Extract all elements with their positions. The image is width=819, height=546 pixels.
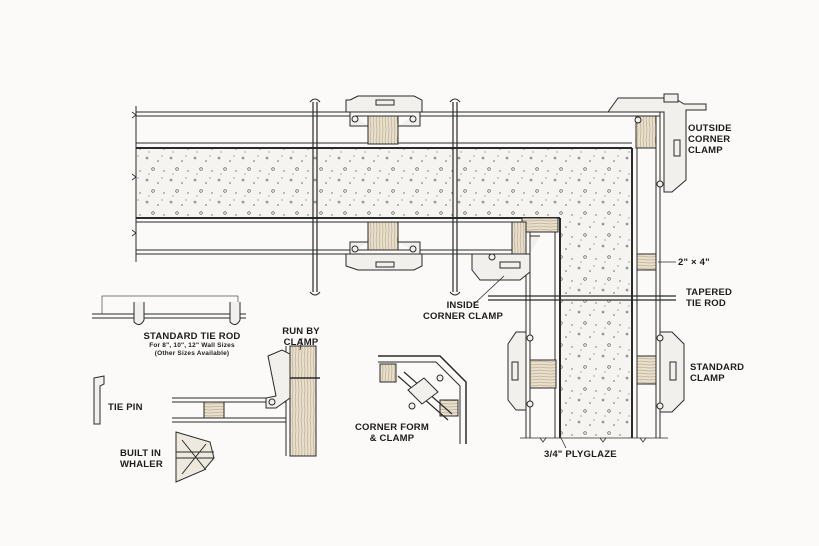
right-standard-clamp bbox=[656, 331, 685, 413]
tie-pin-shape bbox=[93, 375, 105, 425]
label-line: STANDARD TIE ROD bbox=[143, 331, 241, 342]
label-line: RUN BY bbox=[282, 326, 320, 337]
label-plyglaze: 3/4" PLYGLAZE bbox=[544, 449, 617, 460]
standard-tie-rod-detail bbox=[92, 295, 246, 326]
label-line: CLAMP bbox=[688, 145, 723, 156]
label-run-by-clamp: RUN BY CLAMP bbox=[276, 326, 326, 348]
bottom-standard-clamp bbox=[345, 241, 423, 271]
label-line: WHALER bbox=[120, 459, 163, 470]
label-line: TIE ROD bbox=[686, 298, 726, 309]
corner-form-clamp-shape bbox=[378, 355, 467, 444]
label-subline: (Other Sizes Available) bbox=[154, 349, 230, 357]
label-line: CORNER FORM bbox=[355, 422, 429, 433]
label-line: & CLAMP bbox=[369, 433, 415, 444]
label-line: CORNER CLAMP bbox=[423, 311, 503, 322]
label-built-in-whaler: BUILT IN WHALER bbox=[120, 448, 163, 470]
label-line: CLAMP bbox=[690, 373, 725, 384]
label-subline: For 8", 10", 12" Wall Sizes bbox=[149, 342, 235, 349]
label-line: CLAMP bbox=[283, 337, 319, 348]
built-in-whaler-shape bbox=[175, 431, 215, 483]
inside-corner-clamp-shape bbox=[471, 235, 540, 281]
label-two-by-four: 2" × 4" bbox=[678, 257, 710, 268]
label-line: BUILT IN bbox=[120, 448, 162, 459]
label-inside-corner-clamp: INSIDE CORNER CLAMP bbox=[420, 300, 506, 322]
main-wall-plan bbox=[131, 93, 707, 443]
run-by-clamp-detail bbox=[172, 345, 320, 457]
label-line: CORNER bbox=[688, 134, 731, 145]
label-corner-form-clamp: CORNER FORM & CLAMP bbox=[354, 422, 430, 444]
wall-concrete-vertical bbox=[560, 148, 632, 438]
label-line: OUTSIDE bbox=[688, 123, 732, 134]
label-tapered-tie-rod: TAPERED TIE ROD bbox=[686, 287, 732, 309]
label-tie-pin: TIE PIN bbox=[108, 402, 143, 413]
label-standard-tie-rod: STANDARD TIE ROD For 8", 10", 12" Wall S… bbox=[138, 331, 246, 357]
outside-corner-clamp-shape bbox=[607, 93, 707, 193]
leader-lines bbox=[299, 261, 676, 449]
label-line: TAPERED bbox=[686, 287, 733, 298]
top-standard-clamp bbox=[345, 95, 423, 127]
label-line: INSIDE bbox=[446, 300, 480, 311]
wall-concrete-horizontal bbox=[136, 148, 632, 218]
label-outside-corner-clamp: OUTSIDE CORNER CLAMP bbox=[688, 123, 732, 156]
left-standard-clamp bbox=[507, 331, 534, 411]
label-standard-clamp: STANDARD CLAMP bbox=[690, 362, 744, 384]
label-line: STANDARD bbox=[690, 362, 745, 373]
